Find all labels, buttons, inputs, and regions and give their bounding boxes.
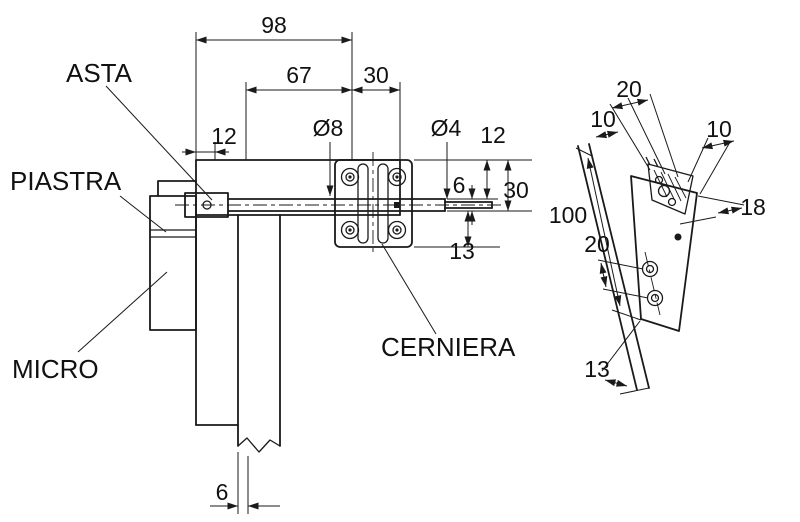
cerniera-leader	[381, 243, 437, 335]
dim-total-width: 98	[261, 12, 287, 38]
hinge-screw	[387, 220, 407, 240]
side-dimension-lines	[586, 98, 743, 387]
hinge-side-screw	[654, 175, 664, 185]
dim-tip-diameter: Ø4	[431, 115, 462, 141]
front-extension-lines	[195, 32, 532, 514]
side-hinge	[645, 156, 694, 215]
plate-hole-inner	[650, 293, 660, 303]
dim-rod-thickness: 6	[453, 172, 466, 198]
detent-dot	[674, 233, 682, 241]
piastra-plate	[149, 180, 197, 331]
dim-plate-offset: 12	[211, 123, 237, 149]
holes-centerline	[644, 251, 661, 316]
label-asta: ASTA	[66, 58, 133, 88]
hinge-knuckle	[377, 163, 389, 244]
bracket-outline	[195, 159, 401, 453]
hinge-knuckle	[357, 163, 369, 244]
dim-side-hole-spacing: 20	[584, 231, 610, 257]
label-piastra: PIASTRA	[10, 166, 122, 196]
micro-leader	[77, 271, 168, 353]
plate-hole	[641, 260, 659, 278]
hinge-screw	[387, 167, 407, 187]
hinge-side-screw	[667, 197, 677, 207]
asta-leader	[105, 85, 213, 201]
dim-right-offset: 12	[480, 122, 506, 148]
asta-rod	[175, 192, 505, 218]
label-micro: MICRO	[12, 354, 99, 384]
piastra-leader	[119, 195, 167, 233]
dim-side-offset-right: 10	[706, 116, 732, 142]
panel-edges	[577, 143, 650, 391]
plate-hole	[646, 289, 664, 307]
dim-side-plate-length: 100	[549, 202, 587, 228]
dim-rod-length: 67	[286, 62, 312, 88]
dim-side-hinge-width: 20	[616, 76, 642, 102]
side-plate	[630, 175, 698, 332]
dim-side-hinge-depth: 18	[740, 194, 766, 220]
dim-rod-diameter: Ø8	[313, 115, 344, 141]
hinge-pin-dot	[394, 202, 400, 208]
hinge-side-pin	[657, 184, 671, 198]
side-view: 20 10 10 100 18 20 13	[549, 76, 766, 395]
side-extension-lines	[575, 93, 745, 395]
hinge-screw	[340, 167, 360, 187]
part-labels: ASTA PIASTRA MICRO CERNIERA	[10, 58, 516, 384]
hinge-screw	[340, 220, 360, 240]
dim-stem-width: 6	[216, 479, 229, 505]
front-view: 98 67 30 12 Ø8 Ø4 12 6 30 13 6 ASTA PIAS…	[10, 12, 532, 514]
dim-side-bottom-offset: 13	[584, 356, 610, 382]
break-line	[237, 437, 281, 453]
dim-side-offset-left: 10	[590, 106, 616, 132]
dim-lower-offset: 13	[449, 238, 475, 264]
label-cerniera: CERNIERA	[381, 332, 516, 362]
dim-hinge-width: 30	[363, 62, 389, 88]
front-dimension-lines	[182, 36, 512, 510]
dim-hinge-height: 30	[503, 177, 529, 203]
cerniera-hinge	[334, 152, 413, 255]
